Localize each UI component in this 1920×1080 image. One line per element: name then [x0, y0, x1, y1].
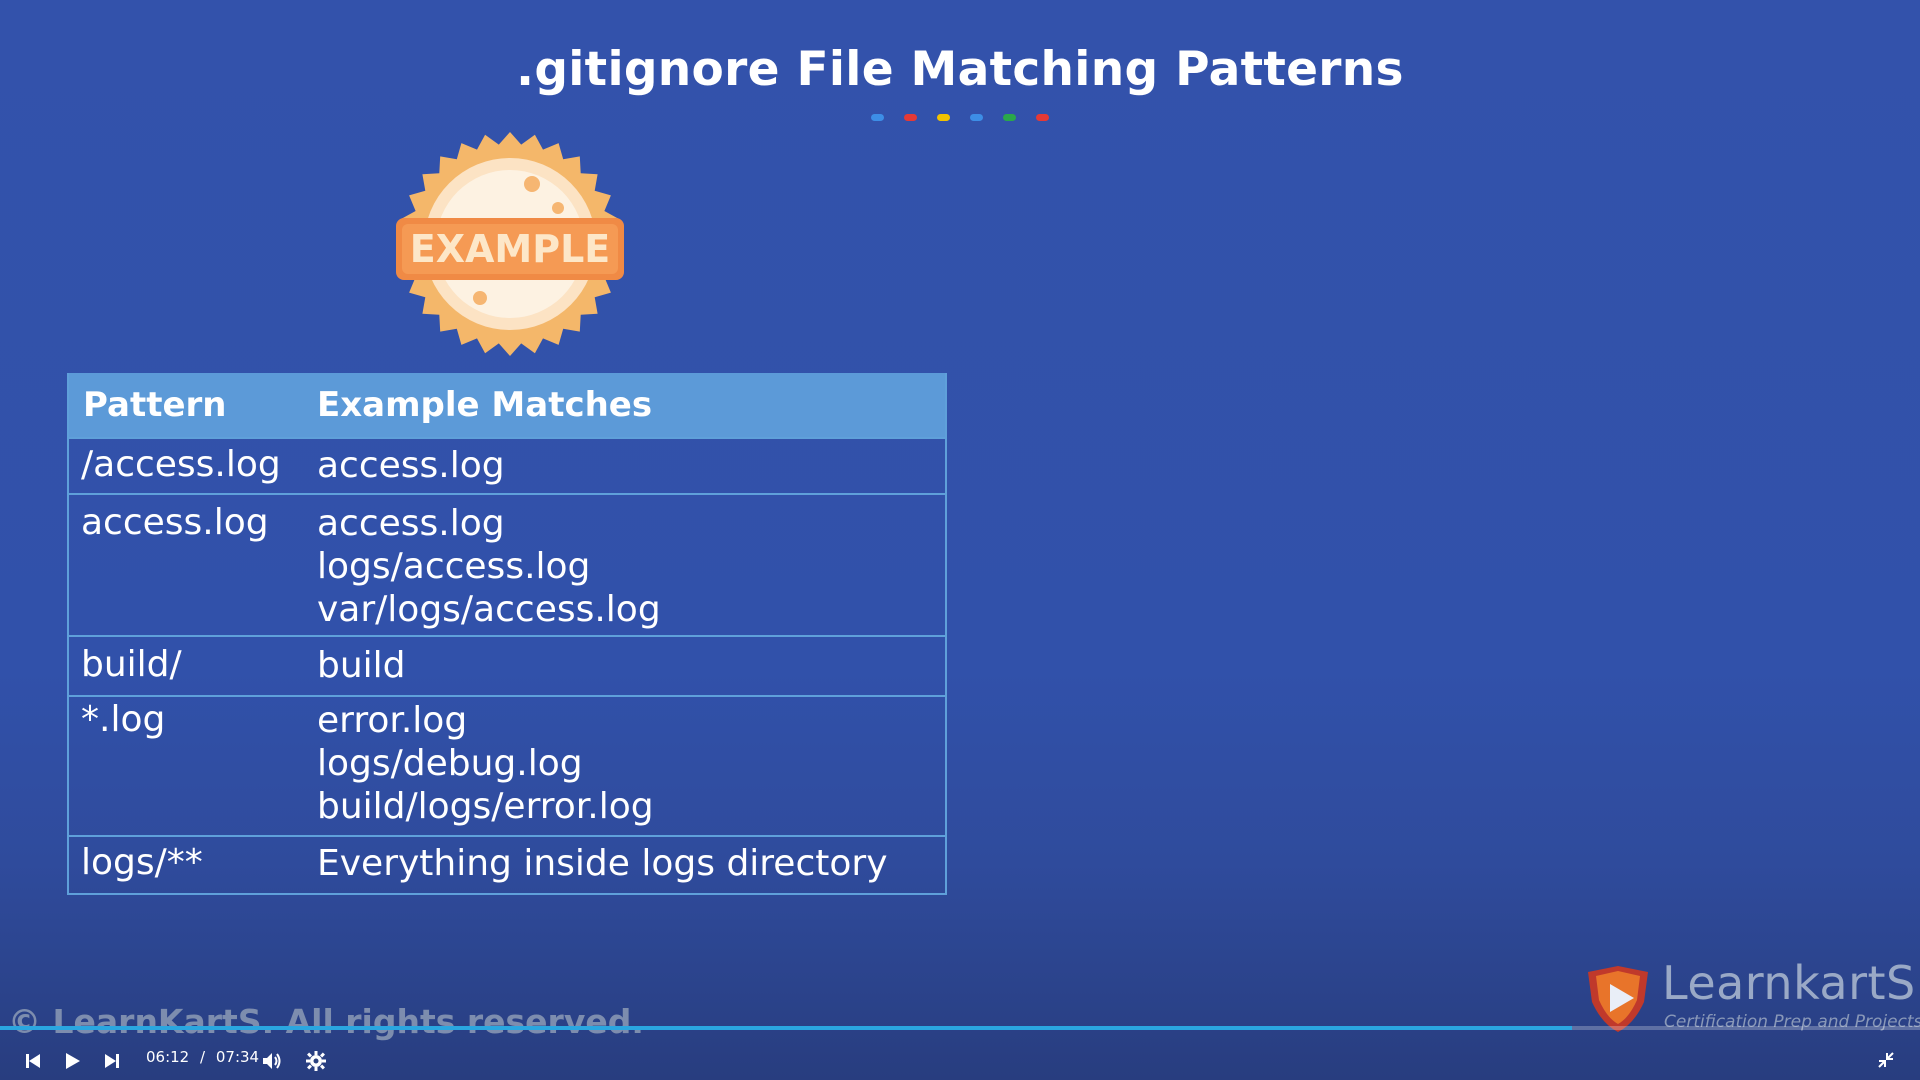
decorative-dot [1003, 114, 1016, 121]
decorative-dot [937, 114, 950, 121]
brand-logo: LearnkartS Certification Prep and Projec… [1582, 956, 1920, 1040]
play-icon[interactable] [61, 1050, 83, 1072]
decorative-dot [904, 114, 917, 121]
matches-cell: access.log [309, 444, 945, 493]
pattern-cell: /access.log [81, 444, 281, 485]
time-separator: / [200, 1048, 206, 1066]
matches-cell: Everything inside logs directory [309, 842, 945, 893]
patterns-table: Pattern Example Matches /access.log acce… [67, 373, 947, 895]
badge-flower-mark [473, 291, 487, 305]
decorative-dot [970, 114, 983, 121]
matches-cell: error.log logs/debug.log build/logs/erro… [309, 699, 945, 835]
copyright-watermark: © LearnKartS. All rights reserved. [8, 1002, 644, 1041]
skip-back-icon[interactable] [22, 1050, 44, 1072]
table-row: access.log access.log logs/access.log va… [69, 493, 945, 635]
matches-cell: access.log logs/access.log var/logs/acce… [309, 502, 945, 635]
slide-title: .gitignore File Matching Patterns [516, 42, 1404, 97]
match-line: build [317, 645, 406, 686]
table-row: *.log error.log logs/debug.log build/log… [69, 695, 945, 835]
video-controls [0, 1040, 1920, 1080]
badge-text: EXAMPLE [410, 227, 611, 271]
match-line: error.log [317, 700, 468, 741]
time-display: 06:12 / 07:34 [146, 1048, 259, 1066]
matches-cell: build [309, 644, 945, 695]
header-example-matches: Example Matches [317, 385, 653, 425]
table-header-row: Pattern Example Matches [69, 373, 945, 437]
duration: 07:34 [215, 1048, 260, 1066]
pattern-cell: *.log [81, 699, 166, 740]
settings-gear-icon[interactable] [304, 1049, 328, 1073]
example-badge-icon: EXAMPLE [396, 132, 624, 356]
table-row: build/ build [69, 635, 945, 695]
match-line: logs/access.log [317, 546, 591, 587]
decorative-dots [0, 114, 1920, 121]
pattern-cell: logs/** [81, 842, 203, 883]
match-line: access.log [317, 503, 505, 544]
badge-flower-mark [552, 202, 564, 214]
volume-icon[interactable] [260, 1049, 284, 1073]
match-line: logs/debug.log [317, 743, 583, 784]
video-progress-fill [0, 1026, 1573, 1030]
pattern-cell: build/ [81, 644, 182, 685]
match-line: access.log [317, 445, 505, 486]
badge-flower-mark [524, 176, 540, 192]
match-line: Everything inside logs directory [317, 843, 888, 884]
video-progress-bar[interactable] [0, 1026, 1920, 1030]
skip-forward-icon[interactable] [101, 1050, 123, 1072]
pattern-cell: access.log [81, 502, 269, 543]
brand-tagline: Certification Prep and Projects [1664, 1012, 1920, 1032]
match-line: build/logs/error.log [317, 786, 654, 827]
table-row: logs/** Everything inside logs directory [69, 835, 945, 893]
decorative-dot [1036, 114, 1049, 121]
badge-ribbon-inner [402, 224, 618, 274]
current-time: 06:12 [146, 1048, 190, 1066]
decorative-dot [871, 114, 884, 121]
learnkarts-logo-icon [1588, 966, 1648, 1032]
match-line: var/logs/access.log [317, 589, 661, 630]
header-pattern: Pattern [83, 385, 227, 425]
table-row: /access.log access.log [69, 437, 945, 493]
exit-fullscreen-icon[interactable] [1876, 1050, 1896, 1070]
brand-name: LearnkartS [1662, 956, 1916, 1010]
